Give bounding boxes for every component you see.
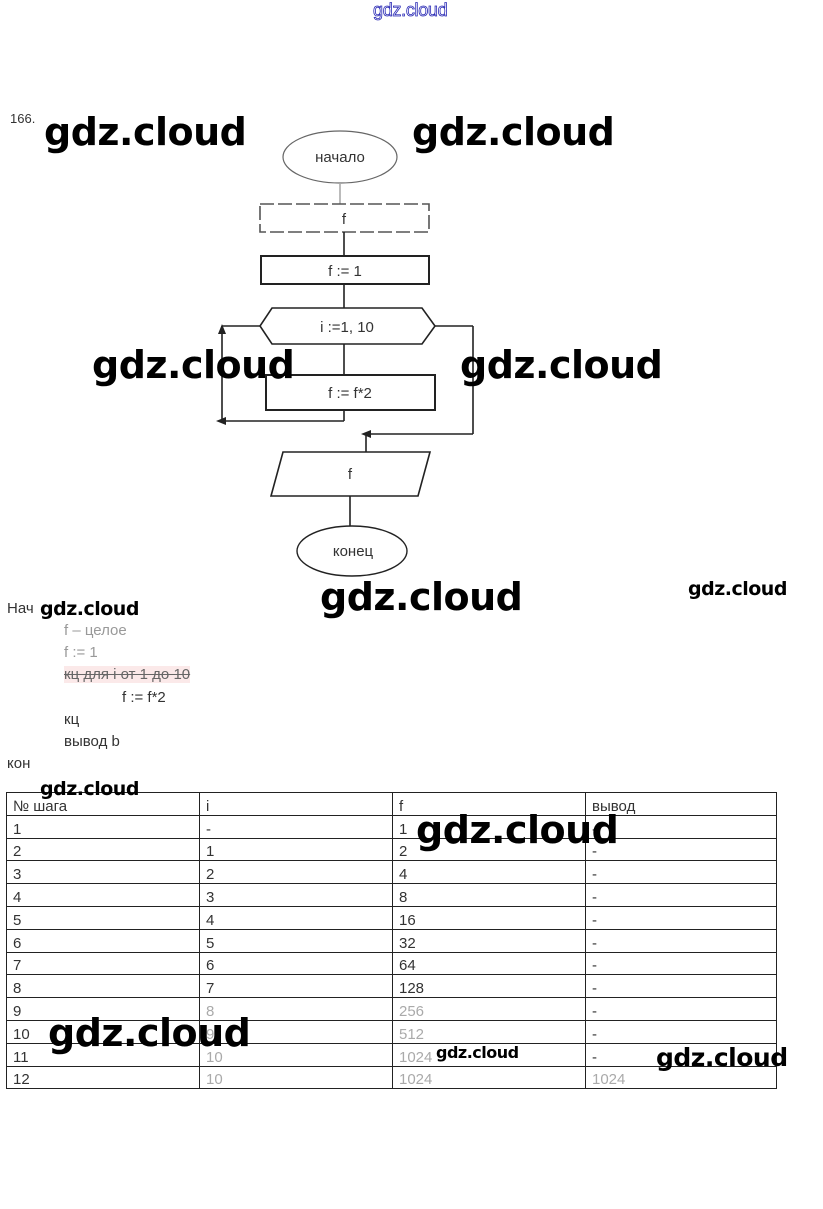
cell: 1024 xyxy=(585,1065,777,1090)
body-box xyxy=(265,374,436,411)
cell: 256 xyxy=(392,997,586,1021)
table-row: 1-1- xyxy=(6,814,777,839)
algo-line: вывод b xyxy=(64,733,120,750)
watermark: gdz.cloud xyxy=(40,778,139,800)
arrow-left-icon xyxy=(361,430,371,438)
end-terminal xyxy=(296,525,408,577)
cell: 3 xyxy=(6,860,200,885)
cell: 6 xyxy=(199,951,393,976)
algo-line: кц xyxy=(64,711,80,728)
watermark: gdz.cloud xyxy=(92,343,295,387)
watermark: gdz.cloud xyxy=(320,575,523,619)
init-label: f := 1 xyxy=(328,263,362,280)
cell: 6 xyxy=(6,928,200,953)
cell: - xyxy=(585,974,777,999)
flowchart: начало f f := 1 i :=1, 10 f := f*2 f кон… xyxy=(216,130,474,577)
init-box xyxy=(260,255,430,285)
cell: 1 xyxy=(392,814,586,839)
algo-line: кц для i от 1 до 10 xyxy=(64,666,191,683)
cell: 128 xyxy=(392,974,586,999)
cell: 8 xyxy=(6,974,200,999)
cell: 4 xyxy=(6,883,200,907)
declare-label: f xyxy=(342,211,347,228)
watermark: gdz.cloud xyxy=(656,1043,788,1072)
watermark: gdz.cloud xyxy=(412,110,615,154)
arrow-left-icon xyxy=(216,417,226,425)
cell: 5 xyxy=(199,928,393,953)
cell: 2 xyxy=(392,837,586,862)
arrow-up-icon xyxy=(218,324,226,334)
cell: 1 xyxy=(6,814,200,839)
cell: 512 xyxy=(392,1019,586,1044)
cell: 8 xyxy=(392,883,586,907)
cell: - xyxy=(585,883,777,907)
end-label: конец xyxy=(333,543,374,560)
watermark: gdz.cloud xyxy=(48,1011,251,1055)
cell: 2 xyxy=(199,860,393,885)
cell: - xyxy=(585,1019,777,1044)
algo-line: кон xyxy=(7,755,31,772)
cell: - xyxy=(585,814,777,839)
watermark: gdz.cloud xyxy=(44,110,247,154)
cell: 32 xyxy=(392,928,586,953)
algo-line: f := 1 xyxy=(64,644,98,661)
cell: 64 xyxy=(392,951,586,976)
output-parallelogram xyxy=(269,451,432,497)
cell: - xyxy=(585,860,777,885)
cell: 1024 xyxy=(392,1065,586,1090)
cell: 7 xyxy=(199,974,393,999)
cell: 10 xyxy=(199,1065,393,1090)
header-cell: № шага xyxy=(6,792,200,816)
header-cell: вывод xyxy=(585,792,777,816)
watermark: gdz.cloud xyxy=(416,808,619,852)
cell: 9 xyxy=(6,997,200,1021)
loop-label: i :=1, 10 xyxy=(320,319,374,336)
cell: 5 xyxy=(6,905,200,930)
body-label: f := f*2 xyxy=(328,385,372,402)
cell: - xyxy=(585,905,777,930)
watermark: gdz.cloud xyxy=(460,343,663,387)
watermark: gdz.cloud xyxy=(436,1043,519,1062)
cell: - xyxy=(199,814,393,839)
output-label: f xyxy=(348,466,353,483)
cell: - xyxy=(585,837,777,862)
algo-line: Нач xyxy=(7,600,34,617)
algo-line: f – целое xyxy=(64,622,127,639)
exercise-number: 166. xyxy=(10,111,36,126)
watermark: gdz.cloud xyxy=(40,598,139,620)
cell: 1 xyxy=(199,837,393,862)
site-logo[interactable]: gdz.cloud xyxy=(373,0,448,20)
header-cell: i xyxy=(199,792,393,816)
cell: 4 xyxy=(392,860,586,885)
cell: 7 xyxy=(6,951,200,976)
cell: 8 xyxy=(199,997,393,1021)
cell: - xyxy=(585,997,777,1021)
cell: 4 xyxy=(199,905,393,930)
cell: - xyxy=(585,928,777,953)
start-label: начало xyxy=(315,149,365,166)
cell: 2 xyxy=(6,837,200,862)
cell: 16 xyxy=(392,905,586,930)
table-header-row: № шага i f вывод xyxy=(6,792,777,816)
algo-line: f := f*2 xyxy=(122,689,166,706)
cell: 3 xyxy=(199,883,393,907)
watermark: gdz.cloud xyxy=(688,578,787,600)
cell: 12 xyxy=(6,1065,200,1090)
cell: - xyxy=(585,951,777,976)
